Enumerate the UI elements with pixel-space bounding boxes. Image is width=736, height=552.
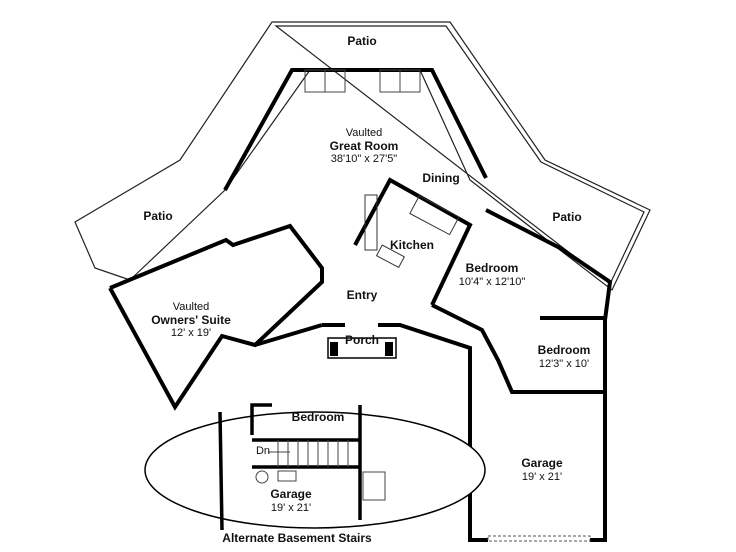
inset-garage-label: Garage 19' x 21' bbox=[270, 487, 312, 514]
bedroom-2-label: Bedroom 12'3" x 10' bbox=[537, 343, 591, 370]
garage-label: Garage 19' x 21' bbox=[521, 456, 563, 483]
kitchen-walls bbox=[353, 177, 473, 306]
bedroom-1-label: Bedroom 10'4" x 12'10" bbox=[458, 261, 526, 288]
great-room-label: Vaulted Great Room 38'10" x 27'5" bbox=[329, 127, 399, 166]
patio-left-label: Patio bbox=[143, 209, 173, 223]
garage-door bbox=[487, 535, 591, 542]
patio-top-label: Patio bbox=[347, 34, 377, 48]
inset-title: Alternate Basement Stairs bbox=[222, 531, 372, 545]
kitchen-label: Kitchen bbox=[389, 238, 435, 252]
owners-suite-label: Vaulted Owners' Suite 12' x 19' bbox=[151, 301, 231, 340]
inset-bedroom-label: Bedroom bbox=[291, 410, 345, 424]
garage-walls bbox=[468, 392, 488, 542]
inset-stairs-label: Dn bbox=[255, 445, 271, 457]
owners-suite-walls bbox=[108, 223, 324, 411]
alternate-stairs-inset bbox=[144, 411, 486, 529]
patio-right-label: Patio bbox=[552, 210, 582, 224]
entry-label: Entry bbox=[346, 288, 378, 302]
porch-label: Porch bbox=[344, 333, 380, 347]
great-room-walls bbox=[223, 68, 488, 191]
dining-label: Dining bbox=[422, 171, 460, 185]
